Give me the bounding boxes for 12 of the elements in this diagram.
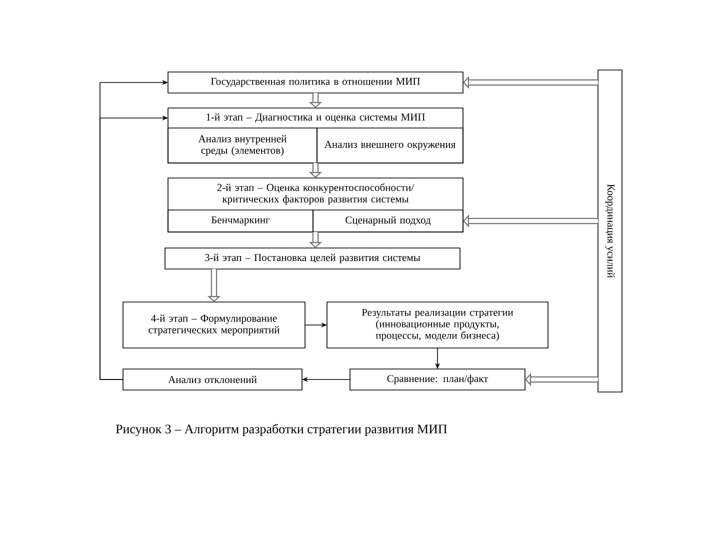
stage-box: 4-й этап – Формулирование стратегических мероприятий xyxy=(122,302,306,348)
policy-box: Государственная политика в отношении МИП xyxy=(168,72,464,94)
cell-box: Анализ внешнего окружения xyxy=(316,128,464,164)
figure-caption: Рисунок 3 – Алгоритм разработки стратегии развития МИП xyxy=(116,424,447,436)
analysis-box: Анализ отклонений xyxy=(122,368,302,390)
cell-box: Анализ внутренней среды (элементов) xyxy=(168,128,318,164)
coordination-bar: Координация усилий xyxy=(598,70,622,392)
results-box: Результаты реализации стратегии (инновационные продукты, процессы, модели бизнеса) xyxy=(326,302,548,348)
cell-box: Бенчмаркинг xyxy=(168,210,314,232)
stage-box: 3-й этап – Постановка целей развития системы xyxy=(164,248,460,270)
comparison-box: Сравнение: план/факт xyxy=(350,368,526,390)
cell-box: Сценарный подход xyxy=(312,210,464,232)
